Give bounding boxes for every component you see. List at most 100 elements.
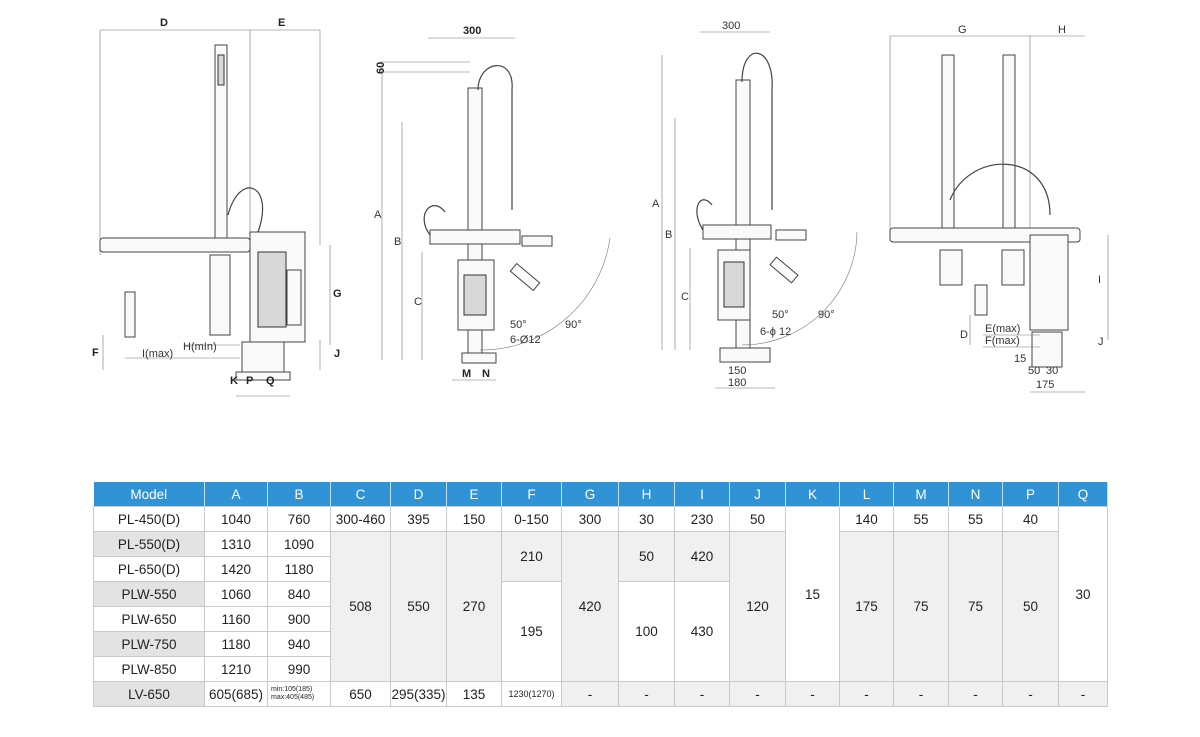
dim-m-label: M <box>462 368 471 380</box>
cell-e-merged: 270 <box>446 531 502 682</box>
dim-h2-label: H <box>1058 24 1066 36</box>
dim-c-label: C <box>414 296 422 308</box>
model-cell: PLW-850 <box>93 656 205 682</box>
cell-l: - <box>839 681 894 707</box>
cell-a: 1040 <box>204 506 268 532</box>
dim-30-label: 30 <box>1046 365 1058 377</box>
cell-i: - <box>674 681 730 707</box>
table-row: PLW-750 1180 940 <box>93 631 1108 657</box>
cell-c: 300-460 <box>330 506 391 532</box>
cell-m: - <box>893 681 949 707</box>
drawing-view-4: G H I D E(max) F(max) J 15 50 30 175 <box>889 24 1109 393</box>
cell-m: 55 <box>893 506 949 532</box>
table-row: PLW-850 1210 990 <box>93 656 1108 682</box>
dim-i2-label: I <box>1098 274 1101 286</box>
angle-50-label: 50° <box>510 319 527 331</box>
dim-n-label: N <box>482 368 490 380</box>
table-row: PL-450(D) 1040 760 300-460 395 150 0-150… <box>93 506 1108 682</box>
table-row: PLW-550 1060 840 195 100 430 <box>93 581 1108 682</box>
dim-60-label: 60 <box>375 62 387 74</box>
dim-e-label: E <box>278 17 285 29</box>
cell-d-merged: 550 <box>390 531 447 682</box>
cell-h-lower: 100 <box>618 581 675 682</box>
col-header: H <box>618 482 675 507</box>
cell-f: 0-150 <box>501 506 562 532</box>
model-cell: PLW-550 <box>93 581 205 607</box>
dim-i-label: I(max) <box>142 348 173 360</box>
drawing-view-1: D E G H(mIn) I(max) F J K P Q <box>92 17 342 397</box>
cell-h-upper: 50 <box>618 531 675 582</box>
col-header: P <box>1002 482 1059 507</box>
cell-a: 1060 <box>204 581 268 607</box>
table-row: PL-550(D) 1310 1090 508 550 270 210 420 … <box>93 531 1108 682</box>
hole-6-12b-label: 6-ϕ 12 <box>760 326 791 338</box>
dim-q-label: Q <box>266 375 275 387</box>
cell-n: 55 <box>948 506 1003 532</box>
model-cell: LV-650 <box>93 681 205 707</box>
dim-g2-label: G <box>958 24 967 36</box>
table-row: PLW-650 1160 900 <box>93 606 1108 632</box>
model-cell: PLW-650 <box>93 606 205 632</box>
cell-j: 50 <box>729 506 786 532</box>
dim-e-max-label: E(max) <box>985 323 1020 335</box>
cell-i-upper: 420 <box>674 531 730 582</box>
cell-b: 760 <box>267 506 331 532</box>
cell-j: - <box>729 681 786 707</box>
cell-b: 940 <box>267 631 331 657</box>
cell-g: 300 <box>561 506 619 532</box>
dim-b-label: B <box>394 236 401 248</box>
dim-a-label: A <box>374 209 382 221</box>
angle-90-label: 90° <box>565 319 582 331</box>
dim-b2-label: B <box>665 229 672 241</box>
drawings-svg: D E G H(mIn) I(max) F J K P Q 300 <box>92 17 1109 397</box>
cell-f-upper: 210 <box>501 531 562 582</box>
table-row: PL-650(D) 1420 1180 <box>93 556 1108 582</box>
drawing-view-3: 300 A B C 50° 90° 6-ϕ 12 150 180 <box>652 20 858 389</box>
cell-p-merged: 50 <box>1002 531 1059 682</box>
cell-b-max: max:405(485) <box>271 694 315 701</box>
cell-c-merged: 508 <box>330 531 391 682</box>
dim-d-label: D <box>160 17 168 29</box>
dim-c2-label: C <box>681 291 689 303</box>
cell-d: 295(335) <box>390 681 447 707</box>
cell-b-min: min:105(185) <box>271 686 313 693</box>
col-header: C <box>330 482 391 507</box>
dim-180-label: 180 <box>728 377 746 389</box>
col-header: L <box>839 482 894 507</box>
col-header: D <box>390 482 447 507</box>
cell-a: 1420 <box>204 556 268 582</box>
dim-50-label: 50 <box>1028 365 1040 377</box>
dim-f-max-label: F(max) <box>985 335 1020 347</box>
col-header: B <box>267 482 331 507</box>
cell-k: - <box>785 681 840 707</box>
cell-l: 140 <box>839 506 894 532</box>
dim-f-label: F <box>92 347 99 359</box>
drawing-view-2: 300 60 A B C 50° 90° 6-Ø12 M N <box>374 25 611 381</box>
col-header: J <box>729 482 786 507</box>
cell-e: 150 <box>446 506 502 532</box>
dim-p-label: P <box>246 375 253 387</box>
col-header: E <box>446 482 502 507</box>
col-header: I <box>674 482 730 507</box>
cell-b: 1180 <box>267 556 331 582</box>
cell-b: 990 <box>267 656 331 682</box>
cell-i-lower: 430 <box>674 581 730 682</box>
cell-n-merged: 75 <box>948 531 1003 682</box>
cell-h: 30 <box>618 506 675 532</box>
col-header: Q <box>1058 482 1108 507</box>
cell-a: 1180 <box>204 631 268 657</box>
model-cell: PL-450(D) <box>93 506 205 532</box>
dim-15-label: 15 <box>1014 353 1026 365</box>
cell-l-merged: 175 <box>839 531 894 682</box>
dim-j-label: J <box>334 348 340 360</box>
model-cell: PL-650(D) <box>93 556 205 582</box>
model-cell: PL-550(D) <box>93 531 205 557</box>
cell-h: - <box>618 681 675 707</box>
col-header: G <box>561 482 619 507</box>
col-header: K <box>785 482 840 507</box>
cell-g: - <box>561 681 619 707</box>
spec-table: Model A B C D E F G H I J K L M N P Q PL… <box>93 482 1108 707</box>
dim-a2-label: A <box>652 198 660 210</box>
cell-f: 1230(1270) <box>501 681 562 707</box>
dim-300-label: 300 <box>463 25 481 37</box>
